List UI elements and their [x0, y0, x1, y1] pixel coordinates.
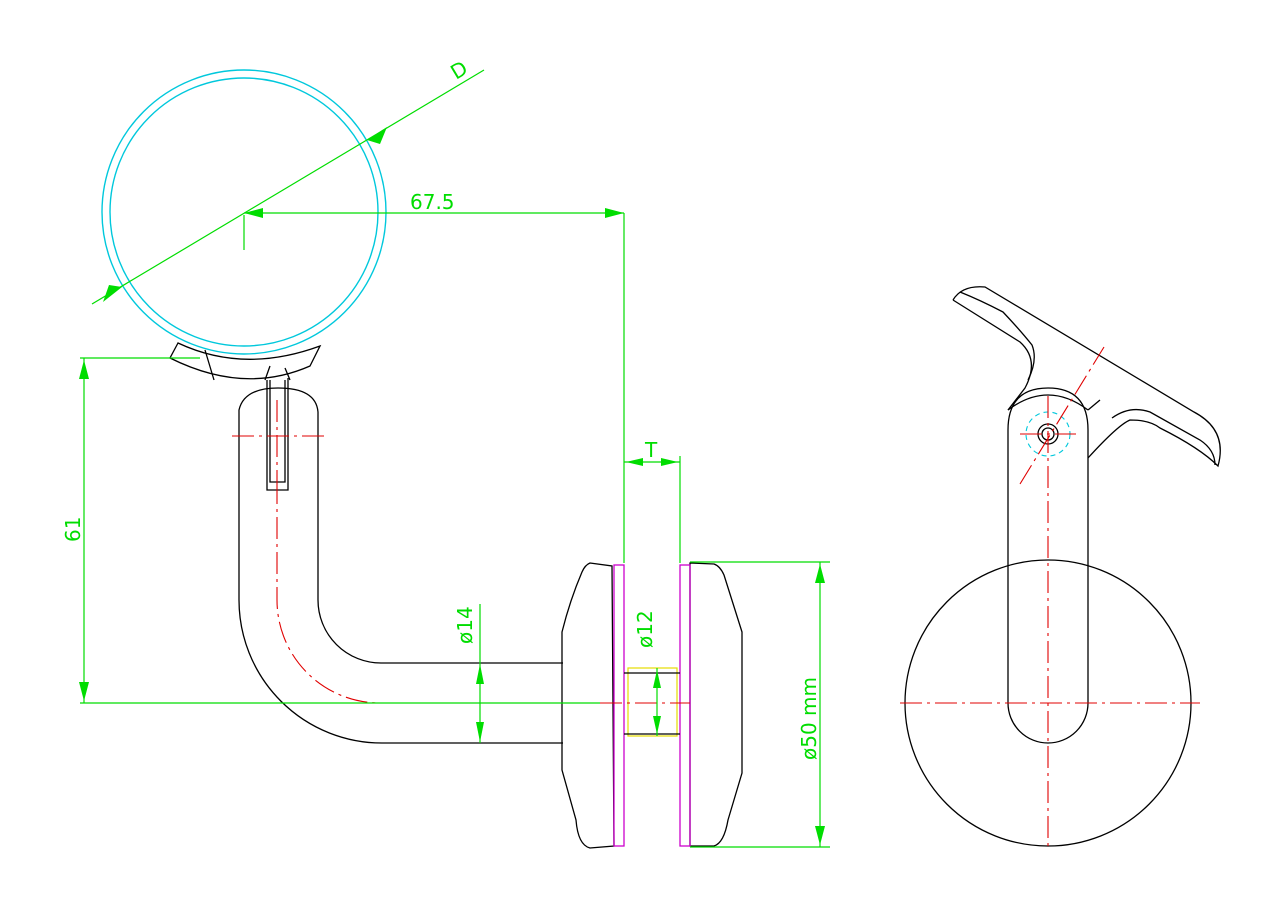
disc-left: [561, 562, 615, 849]
dim-horizontal-offset: [244, 208, 625, 563]
saddle-wing: [1087, 399, 1101, 411]
dim-bolt-diameter: [653, 668, 661, 736]
saddle-detail: [204, 349, 291, 381]
dim-glass-thickness: [624, 456, 681, 563]
saddle-plate: [169, 342, 322, 380]
bracket-arm-outer: [238, 460, 563, 744]
label-glass-thickness: T: [644, 438, 658, 462]
label-height: 61: [61, 517, 85, 542]
side-view: D 67.5 61 T: [61, 56, 830, 849]
saddle-front-lower: [952, 299, 1032, 411]
handrail-tube: [101, 69, 387, 355]
label-horizontal-offset: 67.5: [410, 190, 455, 214]
front-view: [900, 286, 1221, 850]
glass-panel: [613, 564, 691, 847]
dim-tube-diameter: [91, 69, 485, 305]
dim-rod-diameter: [476, 604, 484, 743]
through-bolt: [627, 667, 678, 737]
bracket-arm-inner: [317, 460, 563, 664]
label-disc-diameter: ø50 mm: [797, 677, 821, 760]
dim-height: [79, 357, 600, 704]
post-top-cap: [1007, 394, 1089, 411]
saddle-front-right: [1111, 408, 1216, 466]
saddle-front: [952, 286, 1221, 468]
post-front: [1007, 387, 1089, 744]
saddle-front-edge: [959, 291, 1035, 381]
disc-right: [689, 562, 743, 847]
arm-centerline: [276, 482, 565, 704]
knuckle-pin-slot-inner: [269, 380, 286, 483]
label-rod-diameter: ø14: [453, 606, 477, 644]
dim-disc-diameter: [690, 561, 830, 848]
label-bolt-diameter: ø12: [633, 610, 657, 648]
knuckle-joint: [238, 387, 319, 460]
